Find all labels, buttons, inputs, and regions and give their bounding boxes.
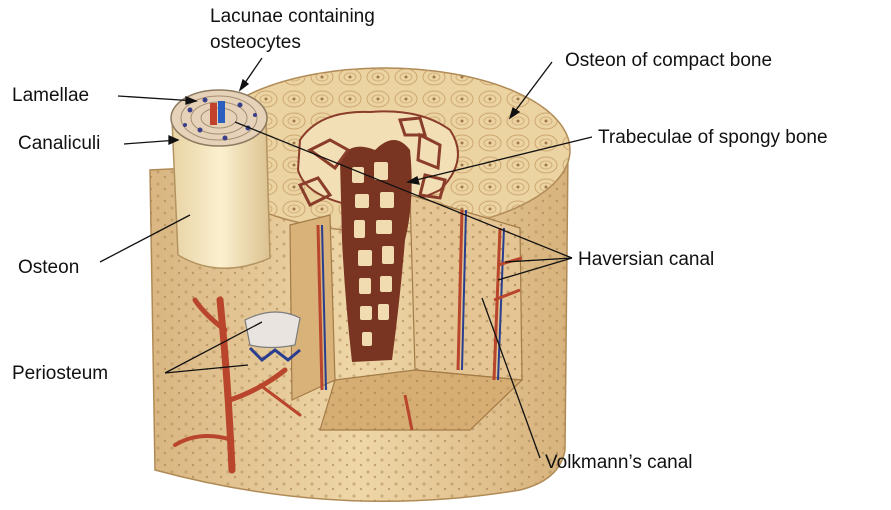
label-periosteum: Periosteum [12,363,108,385]
label-lacunae-line2: osteocytes [210,32,301,54]
label-lacunae-line1: Lacunae containing [210,6,375,28]
label-osteon: Osteon [18,257,79,279]
haversian-canal-vein [218,101,225,123]
label-osteon-compact-bone: Osteon of compact bone [565,50,772,72]
label-lamellae: Lamellae [12,85,89,107]
label-canaliculi: Canaliculi [18,133,100,155]
label-trabeculae: Trabeculae of spongy bone [598,127,828,149]
label-haversian-canal: Haversian canal [578,249,714,271]
label-volkmann-canal: Volkmann’s canal [545,452,693,474]
haversian-canal-artery [210,103,217,125]
cutaway-face-left [290,215,335,400]
